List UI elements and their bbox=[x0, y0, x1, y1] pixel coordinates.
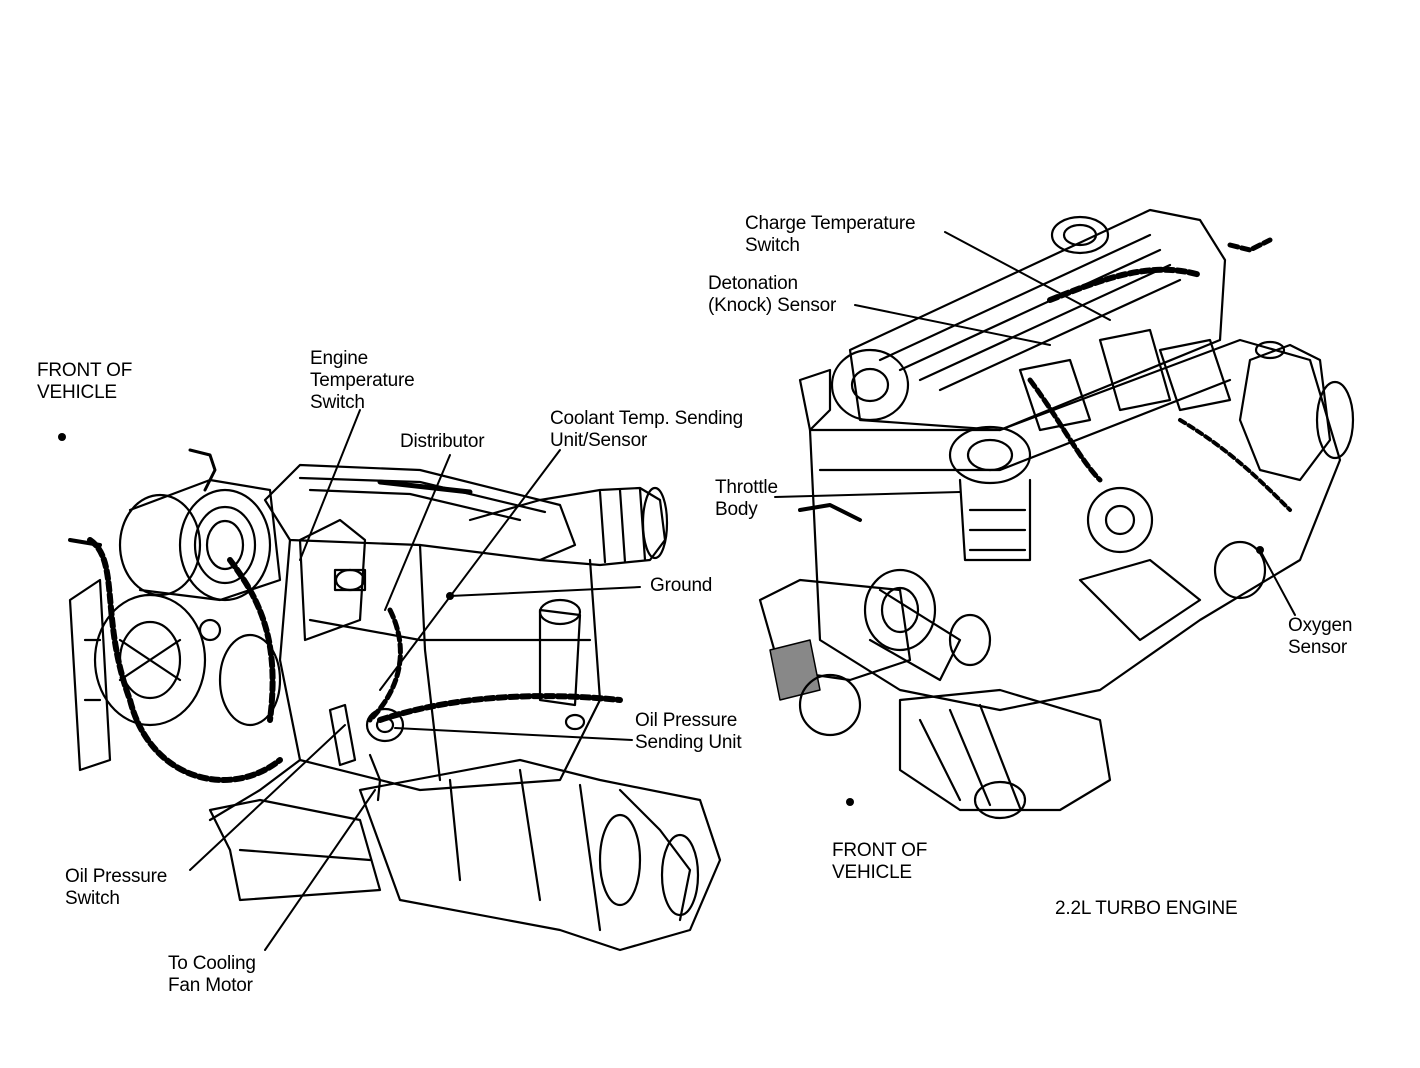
ground-label: Ground bbox=[650, 575, 713, 596]
right-engine-drawing bbox=[758, 208, 1355, 820]
front-of-vehicle-label-left: FRONT OF VEHICLE bbox=[37, 360, 133, 403]
right-leader-lines bbox=[774, 231, 1296, 616]
to-cooling-fan-motor-label: To Cooling Fan Motor bbox=[168, 953, 256, 996]
left-engine-drawing bbox=[68, 448, 722, 952]
left-leader-lines bbox=[189, 409, 641, 951]
engine-caption: 2.2L TURBO ENGINE bbox=[1055, 898, 1238, 919]
oil-pressure-sending-unit-label: Oil Pressure Sending Unit bbox=[635, 710, 742, 753]
engine-temperature-switch-label: Engine Temperature Switch bbox=[310, 348, 415, 413]
front-marker-right bbox=[846, 798, 854, 806]
oxygen-sensor-label: Oxygen Sensor bbox=[1288, 615, 1353, 658]
charge-temperature-switch-label: Charge Temperature Switch bbox=[745, 213, 916, 256]
distributor-label: Distributor bbox=[400, 431, 485, 452]
front-of-vehicle-label-right: FRONT OF VEHICLE bbox=[832, 840, 928, 883]
throttle-body-label: Throttle Body bbox=[715, 477, 778, 520]
oil-pressure-switch-label: Oil Pressure Switch bbox=[65, 866, 168, 909]
coolant-temp-sending-unit-label: Coolant Temp. Sending Unit/Sensor bbox=[550, 408, 743, 451]
detonation-knock-sensor-label: Detonation (Knock) Sensor bbox=[708, 273, 837, 316]
front-marker-left bbox=[58, 433, 66, 441]
